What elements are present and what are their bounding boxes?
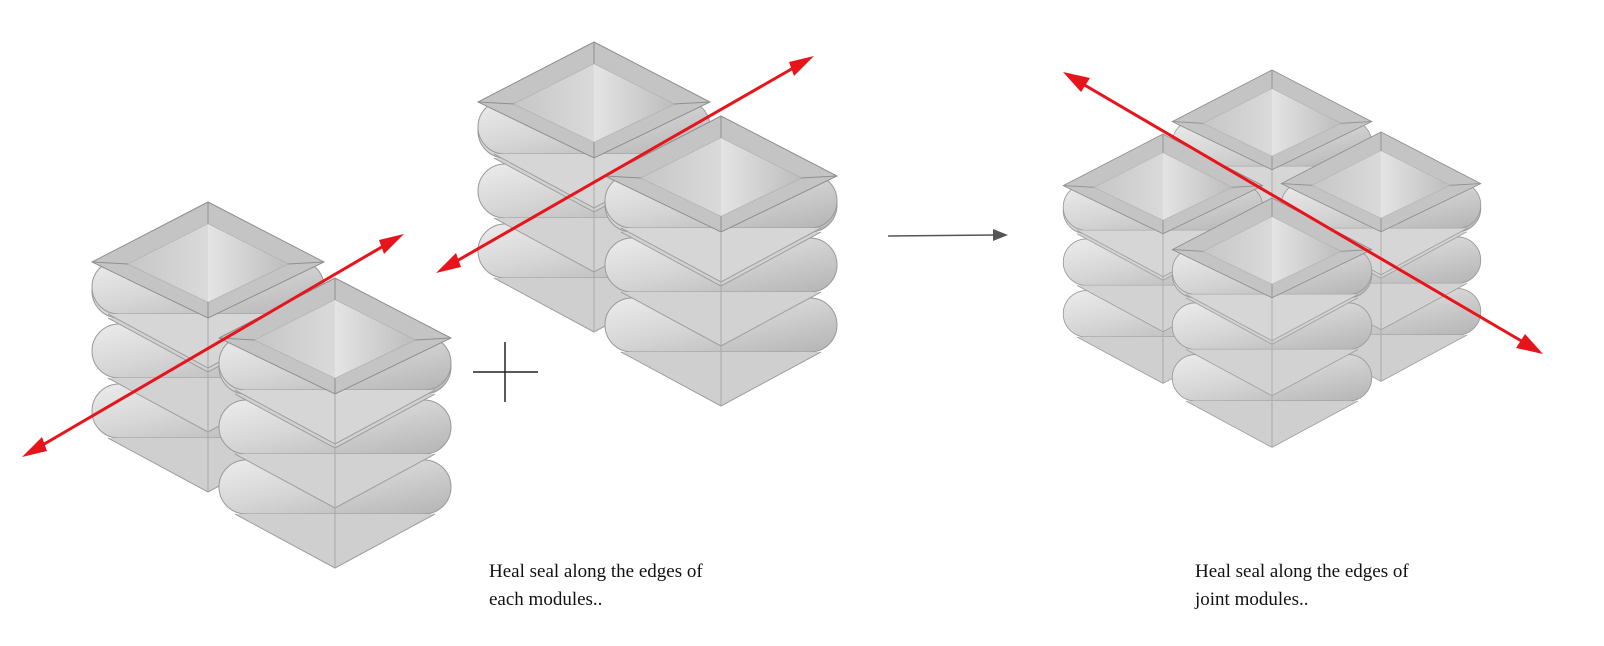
middle-module-group: [436, 41, 838, 407]
caption-each-modules: Heal seal along the edges of each module…: [489, 558, 703, 614]
caption-right-line1: Heal seal along the edges of: [1195, 561, 1409, 582]
caption-right-line2: joint modules..: [1195, 589, 1309, 610]
seal-axis-joint: [1063, 72, 1543, 354]
seal-axis-middle: [436, 56, 814, 273]
joint-module-group: [1062, 69, 1543, 448]
module-middle-front: [604, 115, 838, 407]
left-module-group: [22, 201, 452, 569]
caption-left-line1: Heal seal along the edges of: [489, 561, 703, 582]
arrow-right-icon: [887, 229, 1008, 241]
caption-left-line2: each modules..: [489, 589, 603, 610]
seal-axis-left: [22, 234, 404, 457]
plus-icon: [473, 342, 538, 402]
caption-joint-modules: Heal seal along the edges of joint modul…: [1195, 558, 1409, 614]
